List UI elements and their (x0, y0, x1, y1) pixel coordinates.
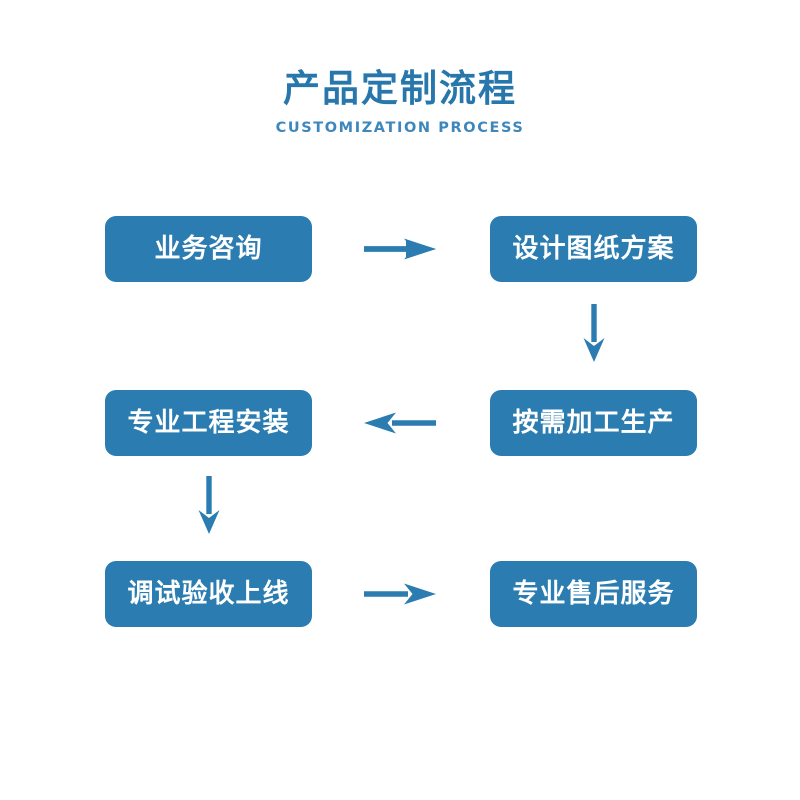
process-step-label: 设计图纸方案 (512, 234, 675, 264)
process-step-1: 业务咨询 (105, 216, 312, 282)
process-step-2: 设计图纸方案 (490, 216, 697, 282)
arrow-right-icon (362, 232, 438, 266)
process-step-label: 按需加工生产 (512, 408, 675, 438)
process-step-3: 按需加工生产 (490, 390, 697, 456)
process-step-6: 专业售后服务 (490, 561, 697, 627)
process-step-5: 调试验收上线 (105, 561, 312, 627)
process-step-label: 调试验收上线 (127, 579, 290, 609)
arrow-down-icon (192, 474, 226, 536)
arrow-right-icon (362, 577, 438, 611)
diagram-header: 产品定制流程 CUSTOMIZATION PROCESS (0, 67, 800, 136)
arrow-left-icon (362, 406, 438, 440)
process-step-label: 专业工程安装 (127, 408, 290, 438)
process-step-label: 业务咨询 (154, 234, 263, 264)
page-title: 产品定制流程 (283, 67, 517, 110)
page-subtitle: CUSTOMIZATION PROCESS (275, 119, 525, 136)
arrow-down-icon (577, 302, 611, 364)
process-step-label: 专业售后服务 (512, 579, 675, 609)
process-step-4: 专业工程安装 (105, 390, 312, 456)
